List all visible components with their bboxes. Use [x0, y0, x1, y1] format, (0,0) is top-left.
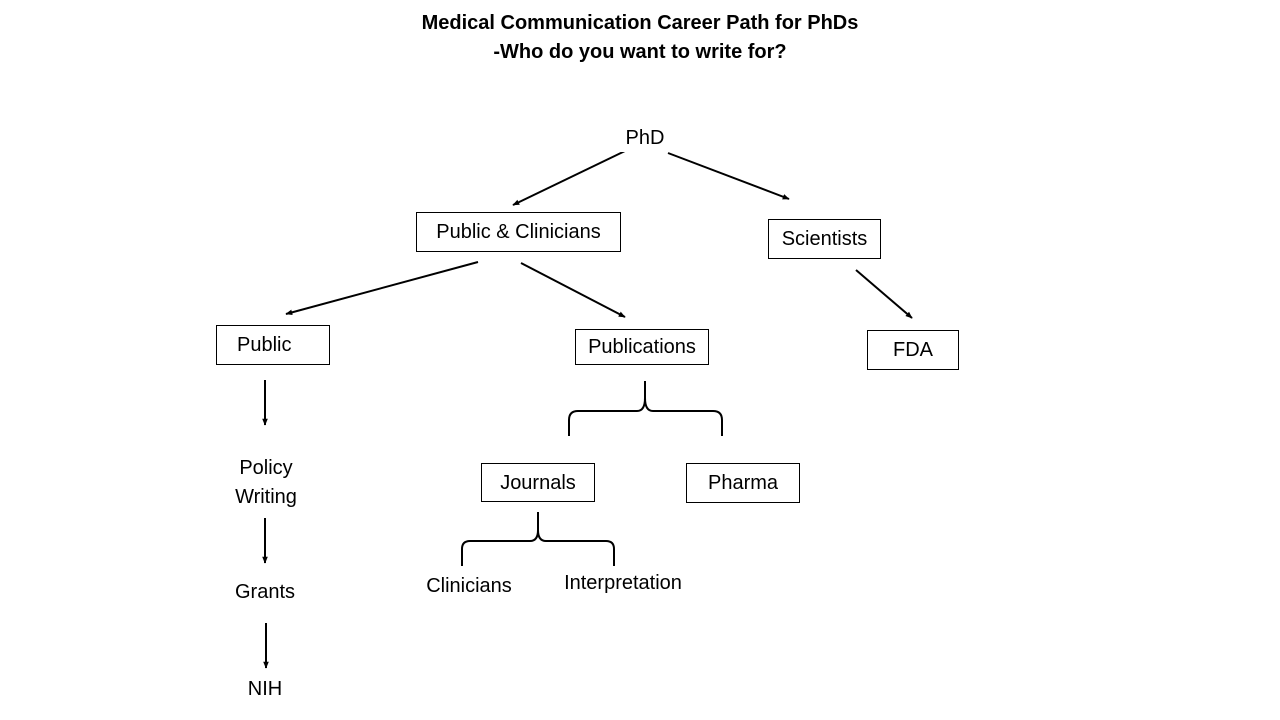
node-pharma: Pharma	[686, 463, 800, 503]
node-policy-writing: Policy Writing	[206, 453, 326, 513]
node-scientists: Scientists	[768, 219, 881, 259]
edge-public-clinicians-to-publications	[520, 262, 626, 318]
node-grants: Grants	[215, 577, 315, 607]
brace-journals-children	[461, 512, 615, 566]
node-public: Public	[216, 325, 330, 365]
edge-public-clinicians-to-public	[285, 261, 479, 316]
diagram-title: Medical Communication Career Path for Ph…	[421, 12, 859, 34]
brace-publications-children	[568, 381, 723, 436]
node-journals: Journals	[481, 463, 595, 502]
node-nih: NIH	[225, 674, 305, 704]
edge-phd-to-public-clinicians	[512, 150, 626, 206]
node-publications: Publications	[575, 329, 709, 365]
node-public-clinicians: Public & Clinicians	[416, 212, 621, 252]
node-fda: FDA	[867, 330, 959, 370]
node-interpretation: Interpretation	[548, 568, 698, 598]
node-phd: PhD	[605, 124, 685, 152]
edge-scientists-to-fda	[855, 269, 913, 319]
edge-phd-to-scientists	[667, 152, 790, 200]
diagram-subtitle: -Who do you want to write for?	[493, 41, 787, 63]
node-clinicians: Clinicians	[414, 571, 524, 601]
